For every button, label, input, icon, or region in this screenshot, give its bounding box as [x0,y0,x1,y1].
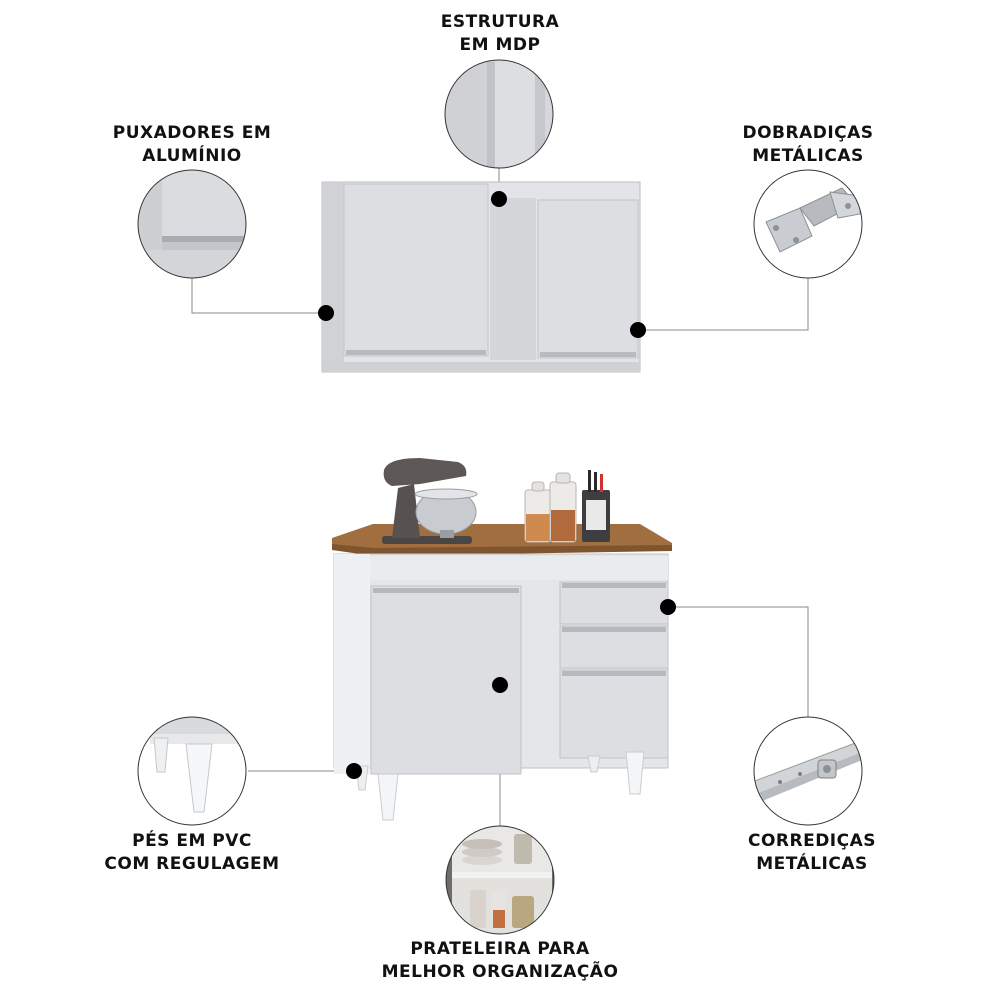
knife-block [582,470,610,542]
wall-cabinet-side-left [322,182,344,368]
mdp-panel-closeup-icon [444,59,554,169]
callout-line-dobradicas [638,278,809,331]
wall-cabinet-center-panel [490,198,536,360]
label-pes: PÉS EM PVC COM REGULAGEM [92,830,292,876]
label-dobradicas-line-1: DOBRADIÇAS [742,123,874,143]
label-corredicas: CORREDIÇAS METÁLICAS [712,830,912,876]
callout-dot-estrutura [491,191,507,207]
wall-cabinet-handle-left [346,350,486,355]
pvc-feet-closeup-icon [137,716,247,826]
drawer-1 [559,581,669,625]
label-puxadores-line-2: ALUMÍNIO [142,146,242,166]
callout-dot-puxadores [318,305,334,321]
label-pes-line-1: PÉS EM PVC [132,831,252,851]
label-prateleira-line-2: MELHOR ORGANIZAÇÃO [381,962,619,982]
stand-mixer [382,458,478,544]
label-estrutura: ESTRUTURA EM MDP [400,11,600,57]
wall-cabinet-handle-right [540,352,636,357]
label-puxadores-line-1: PUXADORES EM [112,123,272,143]
wall-cabinet-door-left [343,183,489,357]
callout-dots [318,191,676,779]
callout-dot-prateleira [492,677,508,693]
base-cabinet-side [334,554,370,774]
drawer-2-handle [562,627,666,632]
wall-cabinet-door-right [537,199,639,359]
callout-dot-dobradicas [630,322,646,338]
label-prateleira: PRATELEIRA PARA MELHOR ORGANIZAÇÃO [370,938,630,984]
label-dobradicas-line-2: METÁLICAS [752,146,864,166]
foot-front-right [625,751,645,795]
shelf-interior-closeup-icon [445,825,555,935]
base-cabinet-door-handle [373,588,519,593]
drawer-3-handle [562,671,666,676]
label-corredicas-line-2: METÁLICAS [756,854,868,874]
base-cabinet-top-rail [370,556,668,580]
label-prateleira-line-1: PRATELEIRA PARA [410,939,590,959]
label-corredicas-line-1: CORREDIÇAS [747,831,877,851]
metal-slide-closeup-icon [753,716,863,826]
countertop-items [382,458,610,544]
callout-dot-corredicas [660,599,676,615]
wall-cabinet [321,181,641,373]
drawer-2 [559,625,669,669]
glass-jar-right [549,472,577,543]
wall-cabinet-bottom-edge [322,362,640,372]
foot-front-left [377,773,399,821]
metal-hinge-closeup-icon [753,169,863,279]
label-pes-line-2: COM REGULAGEM [104,854,280,874]
glass-jar-left [524,481,552,543]
foot-back-right [587,755,601,773]
callout-line-puxadores [191,278,325,314]
label-estrutura-line-2: EM MDP [459,35,541,55]
callout-dot-pes [346,763,362,779]
label-dobradicas: DOBRADIÇAS METÁLICAS [708,122,908,168]
drawer-3 [559,669,669,759]
drawer-1-handle [562,583,666,588]
base-cabinet [332,524,672,821]
countertop-edge [332,544,672,556]
callout-line-corredicas [668,606,809,717]
label-puxadores: PUXADORES EM ALUMÍNIO [92,122,292,168]
label-estrutura-line-1: ESTRUTURA [440,12,560,32]
aluminum-handle-closeup-icon [137,169,247,279]
